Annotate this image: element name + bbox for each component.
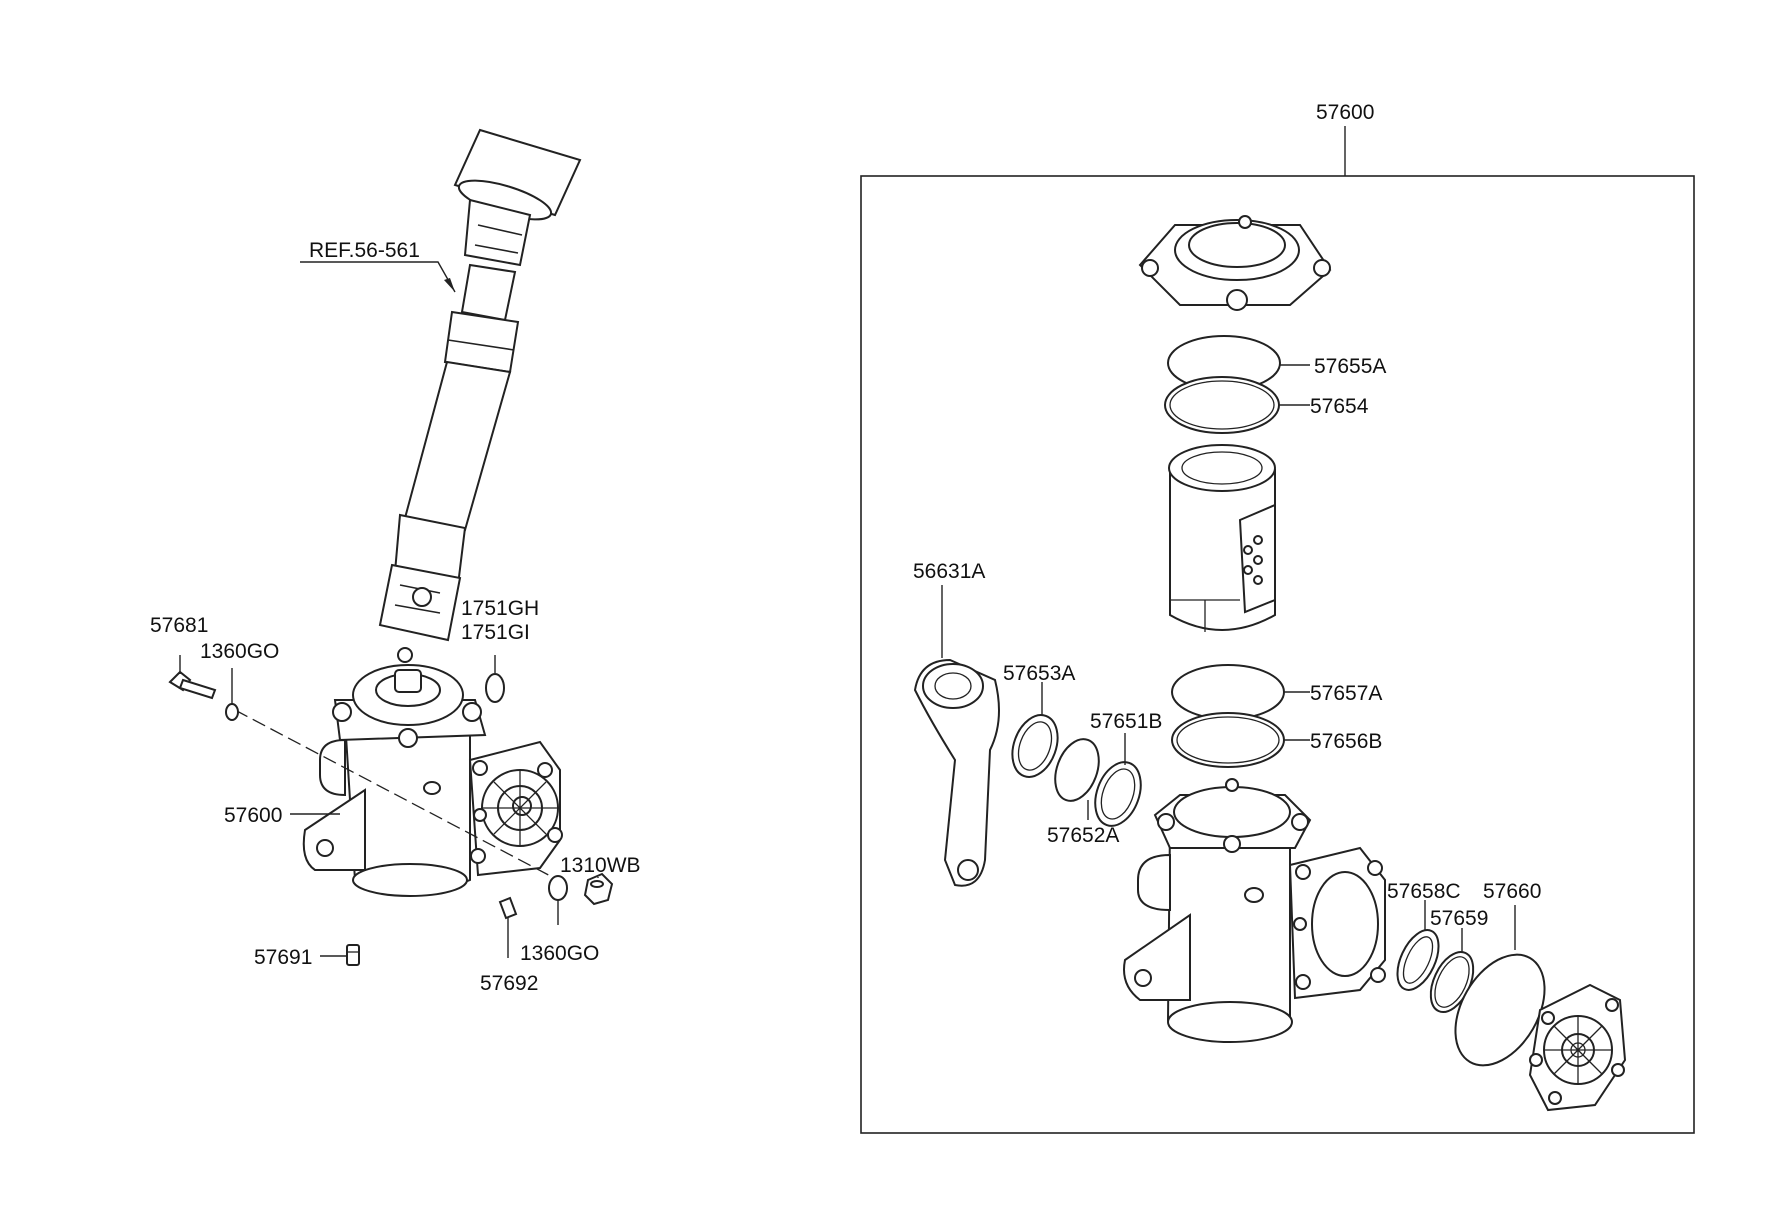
piston-rack <box>1168 444 1276 632</box>
ref-leader <box>300 261 456 293</box>
side-cover <box>1528 983 1627 1112</box>
label-57653a: 57653A <box>1003 662 1075 685</box>
label-57654: 57654 <box>1310 395 1369 418</box>
label-57657a: 57657A <box>1310 682 1382 705</box>
seal-1751gh: 1751GH 1751GI <box>461 597 539 703</box>
label-57691: 57691 <box>254 946 312 969</box>
gasket-57660 <box>1454 953 1546 1067</box>
seal-57651b <box>1094 761 1142 827</box>
ring-57652a <box>1054 738 1100 802</box>
label-1360go-bottom: 1360GO <box>520 942 599 965</box>
nut-1310wb: 1310WB <box>560 854 641 906</box>
label-1751gh: 1751GH <box>461 597 539 620</box>
label-57600-box: 57600 <box>1316 101 1374 124</box>
label-1360go-top: 1360GO <box>200 640 279 663</box>
bolt-57681: 57681 <box>150 614 217 700</box>
label-57692: 57692 <box>480 972 538 995</box>
assembly-axis-line <box>234 709 559 881</box>
gear-housing <box>1123 778 1386 1043</box>
top-cover-flange <box>1138 215 1332 311</box>
label-1310wb: 1310WB <box>560 854 641 877</box>
seal-57658c <box>1396 929 1440 991</box>
label-57659: 57659 <box>1430 907 1488 930</box>
fitting-57691: 57691 <box>254 944 360 969</box>
label-57655a: 57655A <box>1314 355 1386 378</box>
label-57651b: 57651B <box>1090 710 1162 733</box>
ring-57656b <box>1171 712 1285 768</box>
label-57652a: 57652A <box>1047 824 1119 847</box>
label-57656b: 57656B <box>1310 730 1382 753</box>
label-57600-left: 57600 <box>224 804 282 827</box>
washer-1360go-top: 1360GO <box>200 640 279 721</box>
label-56631a: 56631A <box>913 560 985 583</box>
seal-57653a <box>1011 714 1059 778</box>
exploded-view-frame <box>860 175 1695 1134</box>
label-57660: 57660 <box>1483 880 1541 903</box>
label-1751gi: 1751GI <box>461 621 530 644</box>
ring-57657a <box>1171 664 1285 720</box>
ring-57659 <box>1429 951 1475 1013</box>
ring-57654 <box>1164 376 1280 434</box>
washer-1360go-bottom: 1360GO <box>520 875 599 965</box>
label-57658c: 57658C <box>1387 880 1461 903</box>
label-57681: 57681 <box>150 614 208 637</box>
label-ref-56-561: REF.56-561 <box>309 239 420 262</box>
steering-gear-box-left <box>302 647 563 897</box>
steering-shaft: REF.56-561 <box>300 128 582 642</box>
pitman-arm-56631a <box>913 658 1000 887</box>
fitting-57692: 57692 <box>480 896 538 995</box>
